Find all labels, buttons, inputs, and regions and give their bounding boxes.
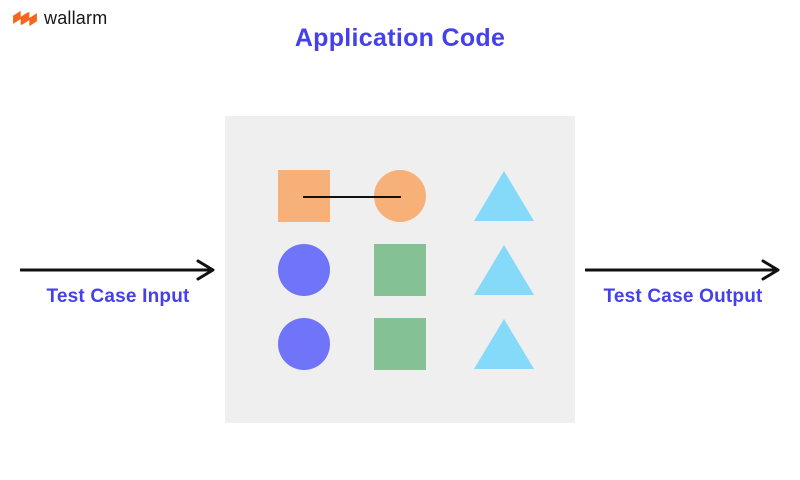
shape-cyan-triangle <box>474 245 534 295</box>
input-arrow <box>20 259 215 281</box>
page-title: Application Code <box>294 24 506 52</box>
test-case-input-label: Test Case Input <box>46 286 190 307</box>
wallarm-logo: wallarm <box>12 8 107 29</box>
shape-green-square <box>374 318 426 370</box>
application-code-box <box>225 116 575 423</box>
shape-blue-circle <box>278 244 330 296</box>
wallarm-flag-icon <box>13 10 37 27</box>
shape-blue-circle <box>278 318 330 370</box>
test-case-output-label: Test Case Output <box>603 286 763 307</box>
shape-green-square <box>374 244 426 296</box>
wallarm-logo-text: wallarm <box>44 8 108 28</box>
connector-line <box>303 196 401 198</box>
output-arrow <box>585 259 780 281</box>
shape-cyan-triangle <box>474 171 534 221</box>
shape-cyan-triangle <box>474 319 534 369</box>
